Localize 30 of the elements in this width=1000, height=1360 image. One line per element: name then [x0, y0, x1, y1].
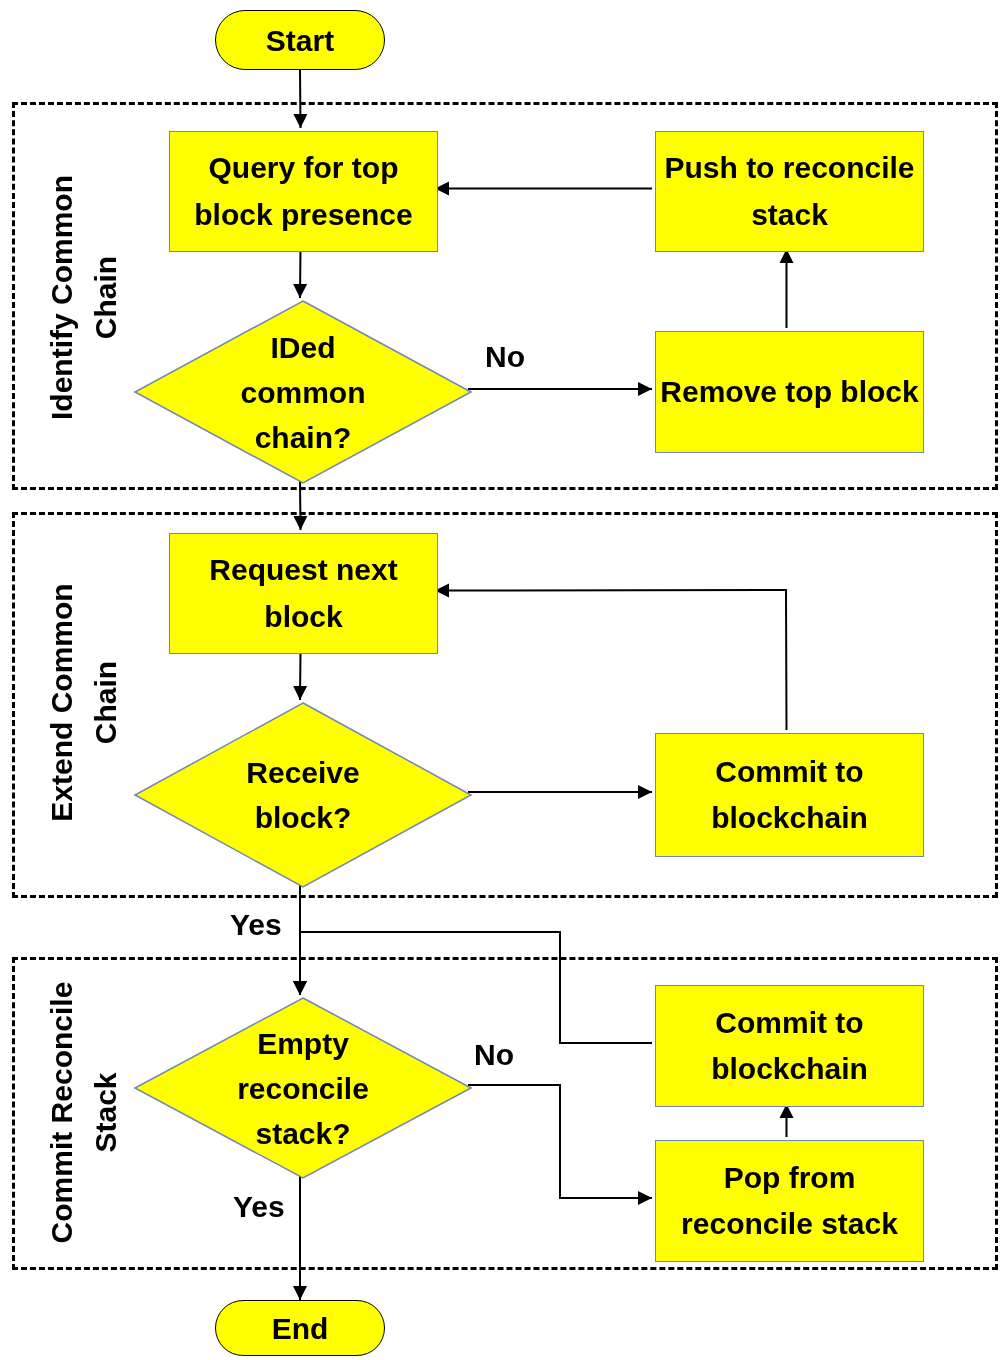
group-label: Commit Reconcile Stack — [43, 980, 122, 1246]
dashed-group-region — [12, 102, 998, 490]
group-label: Identify Common Chain — [43, 174, 122, 422]
node-label: Start — [265, 22, 335, 59]
dashed-group-region — [12, 957, 998, 1270]
process-box — [169, 533, 438, 654]
node-label: Receive block? — [245, 755, 361, 836]
node-label: Request next block — [208, 552, 399, 635]
process-box — [169, 131, 438, 252]
process-box — [655, 733, 924, 857]
decision-diamond — [135, 998, 471, 1178]
node-label: IDed common chain? — [239, 329, 367, 456]
node-label: Push to reconcile stack — [663, 150, 916, 233]
node-label: Commit to blockchain — [710, 753, 869, 836]
node-label: Remove top block — [660, 373, 919, 410]
terminal-shape — [215, 1300, 385, 1356]
decision-diamond — [135, 301, 471, 483]
decision-diamond — [135, 703, 471, 887]
process-box — [655, 331, 924, 453]
process-box — [655, 131, 924, 252]
process-box — [655, 1140, 924, 1262]
node-label: End — [271, 1310, 329, 1347]
node-label: Empty reconcile stack? — [236, 1025, 370, 1152]
node-label: Pop from reconcile stack — [680, 1159, 899, 1242]
process-box — [655, 985, 924, 1107]
node-label: Query for top block presence — [193, 150, 414, 233]
dashed-group-region — [12, 512, 998, 898]
terminal-shape — [215, 10, 385, 70]
node-label: Commit to blockchain — [710, 1004, 869, 1087]
group-label: Extend Common Chain — [43, 582, 122, 824]
